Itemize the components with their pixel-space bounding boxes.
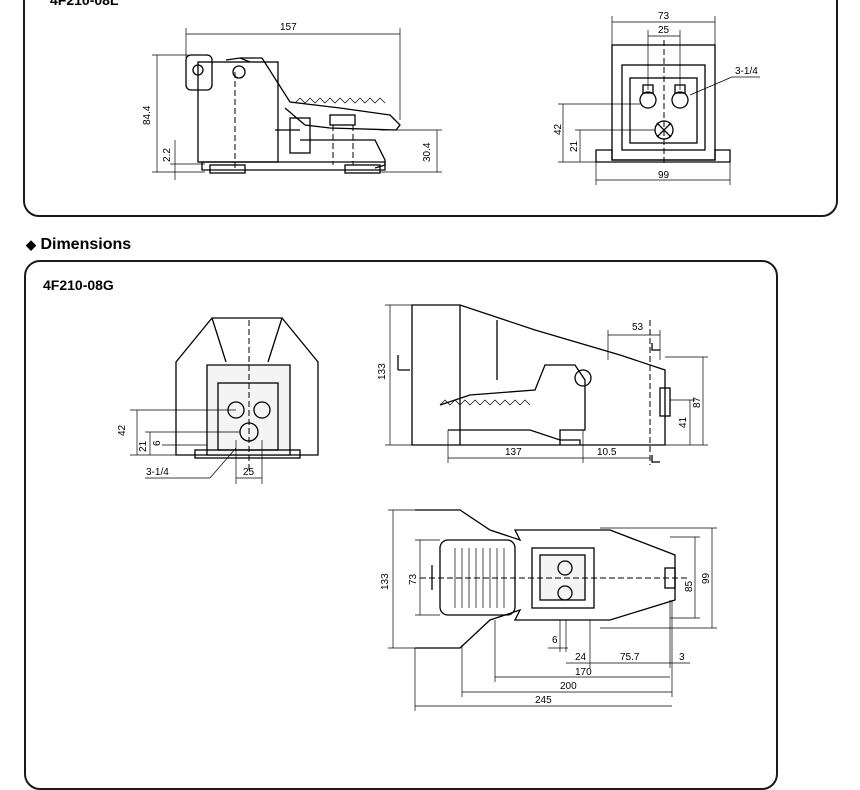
dim-3: 3 [679, 652, 685, 663]
dim-53: 53 [632, 322, 644, 333]
dim-84-4: 84.4 [142, 105, 153, 125]
dim-2-2: 2.2 [162, 148, 173, 162]
dim-73-plan: 73 [408, 573, 419, 585]
dim-port-top: 3-1/4 [735, 66, 758, 77]
technical-drawings: 157 84.4 2.2 30.4 [117, 11, 760, 711]
dim-30-4: 30.4 [422, 142, 433, 162]
bottom-model-label: 4F210-08G [43, 277, 114, 293]
dim-port-front: 3-1/4 [146, 467, 169, 478]
section-title-text: Dimensions [40, 236, 132, 253]
dim-21-front: 21 [138, 440, 149, 452]
dim-99-plan: 99 [701, 572, 712, 584]
dim-6-front: 6 [152, 440, 163, 446]
dim-75-7: 75.7 [620, 652, 640, 663]
bottom-plan-view: 133 73 85 99 6 24 75.7 3 170 200 245 [380, 509, 717, 711]
dim-10-5: 10.5 [597, 447, 617, 458]
dim-42-front: 42 [117, 424, 128, 436]
dim-87: 87 [692, 396, 703, 408]
top-panel [23, 0, 838, 217]
dim-25-top: 25 [658, 25, 670, 36]
dim-42-top: 42 [553, 123, 564, 135]
dim-21-top: 21 [569, 140, 580, 152]
dim-24: 24 [575, 652, 587, 663]
dim-200: 200 [560, 681, 577, 692]
bottom-side-view: 133 53 87 41 137 10.5 [377, 304, 708, 465]
dim-25-front: 25 [243, 467, 255, 478]
dim-245: 245 [535, 695, 552, 706]
dim-137: 137 [505, 447, 522, 458]
bottom-front-view: 42 21 6 3-1/4 25 [117, 317, 319, 484]
top-model-label: 4F210-08L [50, 0, 119, 8]
dim-133-plan: 133 [380, 573, 391, 590]
dim-41: 41 [678, 416, 689, 428]
dim-85: 85 [684, 580, 695, 592]
dim-99-top: 99 [658, 170, 670, 181]
top-side-view: 157 84.4 2.2 30.4 [142, 22, 442, 180]
dim-157: 157 [280, 22, 297, 33]
section-title: ◆ Dimensions [26, 236, 131, 254]
dim-133-side: 133 [377, 363, 388, 380]
dim-73: 73 [658, 11, 670, 22]
diamond-bullet-icon: ◆ [26, 237, 36, 252]
dim-170: 170 [575, 667, 592, 678]
dim-6-plan: 6 [552, 635, 558, 646]
top-end-view: 73 25 3-1/4 42 21 99 [553, 11, 760, 185]
